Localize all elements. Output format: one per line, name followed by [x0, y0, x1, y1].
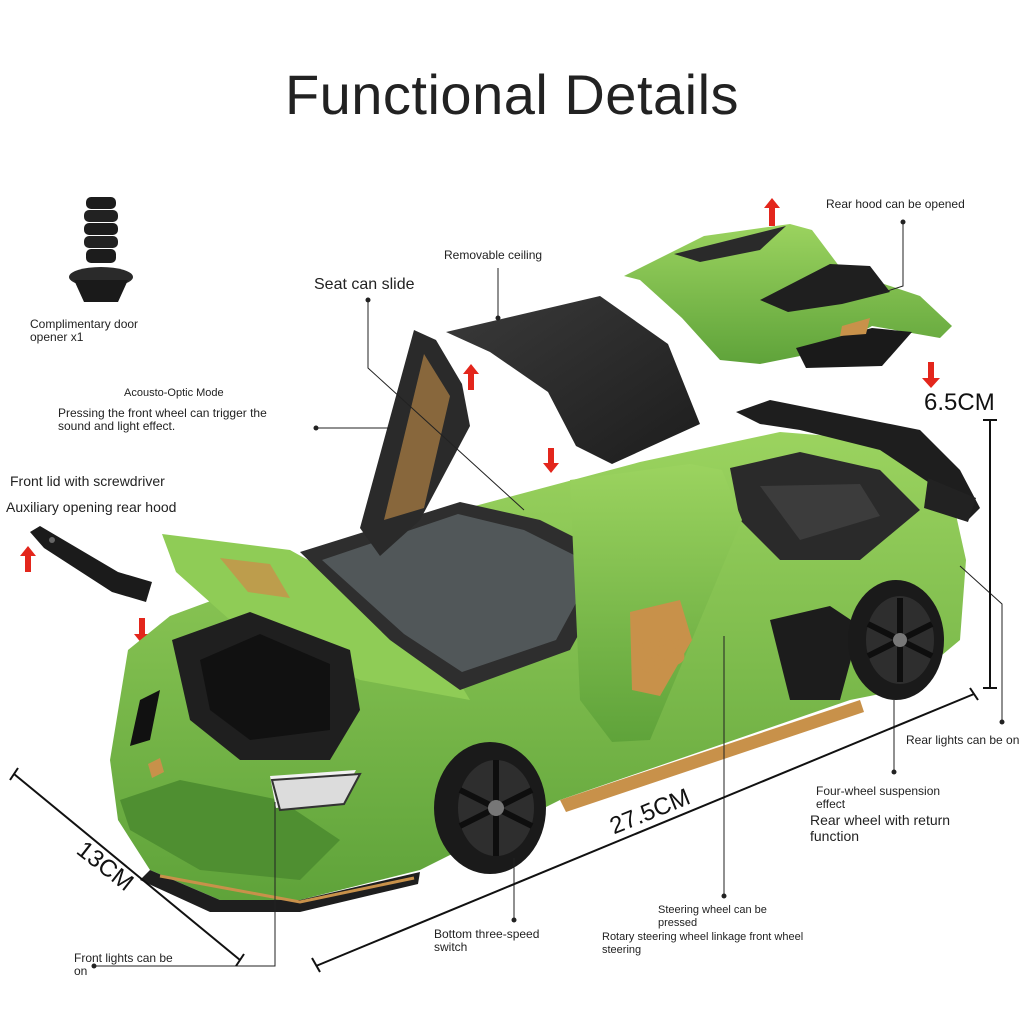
- car-body: [110, 330, 980, 912]
- label-acousto-title: Acousto-Optic Mode: [124, 387, 224, 399]
- label-bottom-switch: Bottom three-speed switch: [434, 928, 539, 954]
- door-opener-screw-icon: [69, 197, 133, 302]
- label-bottom-switch-line-1: Bottom three-speed: [434, 927, 540, 941]
- arrow-down-icon: [922, 362, 940, 388]
- rear-wheel: [848, 580, 944, 700]
- label-door-opener-line-2: opener x1: [30, 330, 84, 344]
- label-front-lights-line-1: Front lights can be: [74, 951, 173, 965]
- label-rotary-line-1: Rotary steering wheel linkage front whee…: [602, 931, 804, 943]
- label-rotary-steering: Rotary steering wheel linkage front whee…: [602, 931, 803, 957]
- arrow-up-icon: [764, 198, 780, 226]
- arrow-down-icon: [543, 448, 559, 473]
- label-removable-ceiling: Removable ceiling: [444, 248, 543, 262]
- label-rear-hood: Rear hood can be opened: [826, 197, 965, 211]
- label-suspension-line-2: effect: [816, 797, 846, 811]
- label-suspension: Four-wheel suspension effect: [816, 785, 940, 811]
- label-steering-press-line-2: pressed: [658, 917, 698, 929]
- label-front-lights-line-2: on: [74, 964, 88, 978]
- label-acousto-desc-line-1: Pressing the front wheel can trigger the: [58, 406, 267, 420]
- front-wheel: [434, 742, 546, 874]
- label-rear-wheel: Rear wheel with return function: [810, 812, 950, 844]
- screwdriver-icon: [30, 526, 152, 602]
- rear-hood-part: [624, 224, 952, 368]
- label-front-lid: Front lid with screwdriver: [10, 473, 165, 489]
- label-door-opener-line-1: Complimentary door: [30, 317, 139, 331]
- label-rear-wheel-line-2: function: [810, 828, 860, 844]
- label-acousto-desc-line-2: sound and light effect.: [58, 419, 176, 433]
- label-rear-wheel-line-1: Rear wheel with return: [810, 812, 951, 828]
- label-acousto-desc: Pressing the front wheel can trigger the…: [58, 407, 267, 433]
- label-aux-rear-hood: Auxiliary opening rear hood: [6, 499, 177, 515]
- label-suspension-line-1: Four-wheel suspension: [816, 784, 941, 798]
- label-rear-lights: Rear lights can be on: [906, 733, 1020, 747]
- label-seat-slide: Seat can slide: [314, 276, 415, 293]
- roof-panel: [446, 296, 700, 464]
- dimension-height: 6.5CM: [924, 389, 995, 416]
- page-title: Functional Details: [284, 63, 740, 126]
- label-rotary-line-2: steering: [602, 944, 642, 956]
- label-bottom-switch-line-2: switch: [434, 940, 468, 954]
- arrow-up-icon: [20, 546, 36, 572]
- arrow-up-icon: [463, 364, 479, 390]
- label-steering-press-line-1: Steering wheel can be: [658, 904, 767, 916]
- label-steering-press: Steering wheel can be pressed: [658, 904, 767, 930]
- label-door-opener: Complimentary door opener x1: [30, 318, 138, 344]
- label-front-lights: Front lights can be on: [74, 952, 173, 978]
